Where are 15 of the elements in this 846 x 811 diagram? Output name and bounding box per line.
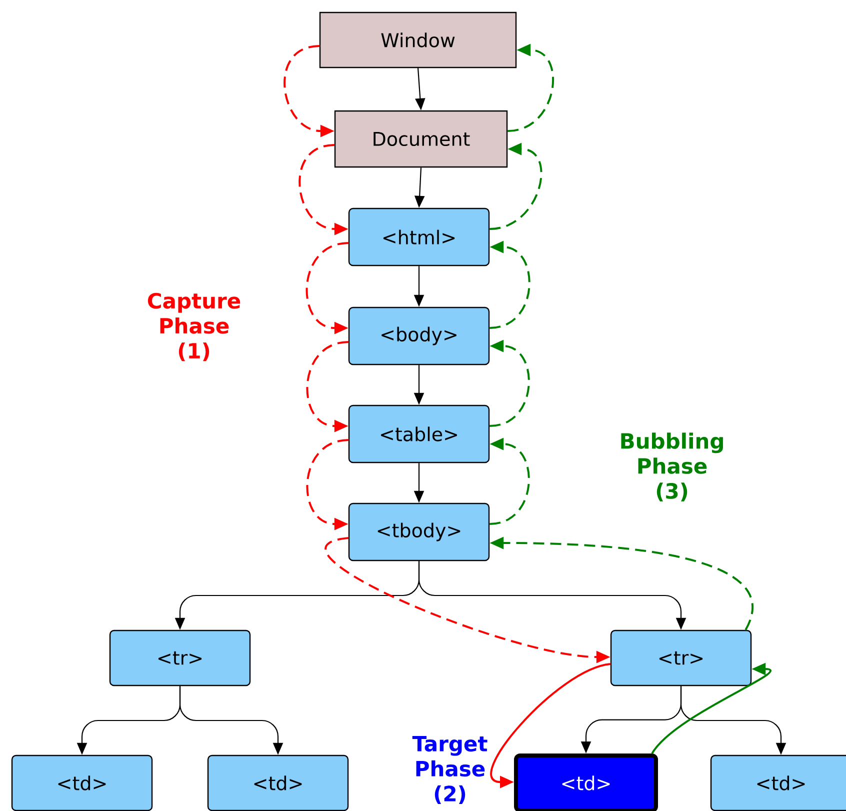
phase-label: Capture Phase (1) [148,292,240,362]
element-box: <td> [207,754,349,811]
element-box: <td> [710,754,846,811]
element-box: <table> [348,404,490,464]
element-box: <body> [348,306,490,366]
phase-label: Target Phase (2) [412,736,488,804]
element-box: <html> [348,208,490,266]
process-box: Document [334,110,508,168]
phase-label: Bubbling Phase (3) [621,432,723,502]
element-box: <td> [11,754,153,811]
element-box: <tr> [610,630,752,686]
target-box: <td> [514,754,658,811]
process-box: Window [319,12,517,68]
element-box: <tr> [109,630,251,686]
element-box: <tbody> [348,502,490,562]
